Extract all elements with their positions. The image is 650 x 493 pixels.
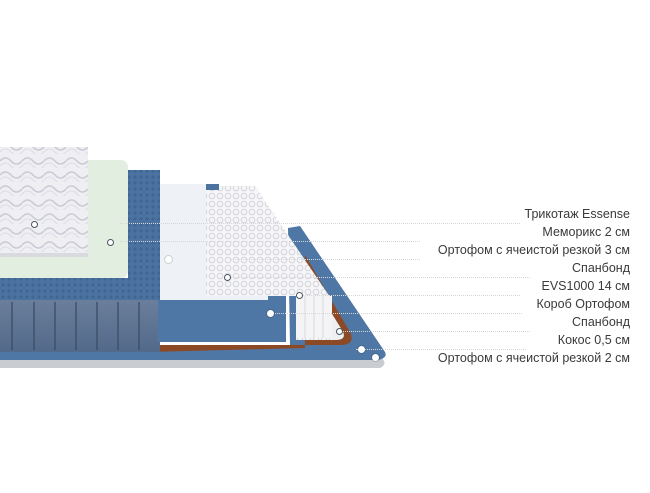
marker-pin — [267, 310, 274, 317]
layer-label-orthofoam-2cm: Ортофом с ячеистой резкой 2 см — [437, 351, 630, 365]
guide-line — [356, 349, 526, 350]
marker-pin — [31, 221, 38, 228]
guide-line — [230, 277, 530, 278]
spunbond-upper — [150, 184, 268, 300]
marker-pin — [296, 292, 303, 299]
guide-line — [300, 295, 520, 296]
marker-pin — [165, 256, 172, 263]
marker-pin — [224, 274, 231, 281]
layer-label-memorix: Меморикс 2 см — [542, 225, 630, 239]
layer-label-foam-box: Короб Ортофом — [536, 297, 630, 311]
guide-line — [272, 313, 522, 314]
marker-pin — [107, 239, 114, 246]
layer-label-coir: Кокос 0,5 см — [557, 333, 630, 347]
foam-box-frame — [158, 290, 286, 342]
layer-label-spunbond-upper: Спанбонд — [572, 261, 630, 275]
marker-pin — [372, 354, 379, 361]
layer-label-springs: EVS1000 14 см — [541, 279, 630, 293]
guide-line — [120, 223, 520, 224]
marker-pin — [336, 328, 343, 335]
layer-label-knit: Трикотаж Essense — [524, 207, 630, 221]
layer-label-spunbond-lower: Спанбонд — [572, 315, 630, 329]
guide-line — [340, 331, 530, 332]
side-panel — [0, 300, 160, 352]
layer-label-orthofoam-3cm: Ортофом с ячеистой резкой 3 см — [437, 243, 630, 257]
knit-top-layer — [0, 147, 88, 255]
guide-line — [120, 241, 420, 242]
marker-pin — [358, 346, 365, 353]
guide-line — [230, 259, 420, 260]
